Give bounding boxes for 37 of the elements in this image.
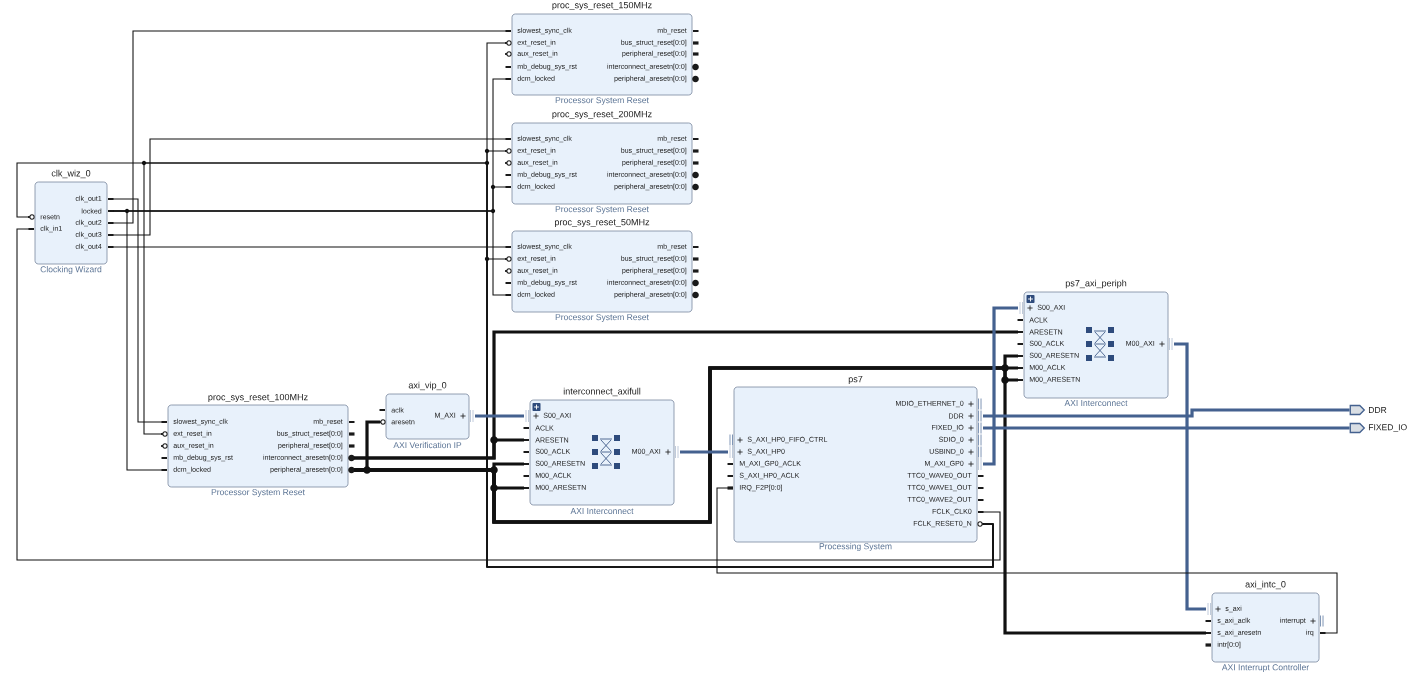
ip-type-label: Processor System Reset — [211, 489, 305, 497]
ip-type-label: Processing System — [819, 543, 892, 551]
wire — [354, 330, 1018, 460]
instance-name: interconnect_axifull — [563, 387, 641, 397]
instance-name: axi_intc_0 — [1245, 580, 1286, 590]
instance-name: proc_sys_reset_50MHz — [554, 218, 650, 228]
ip-type-label: AXI Verification IP — [393, 441, 462, 449]
wire — [475, 414, 524, 418]
ip-type-label: Processor System Reset — [555, 206, 649, 214]
wire — [716, 487, 1338, 634]
wire — [983, 306, 1018, 466]
wire — [1174, 342, 1206, 611]
wire — [112, 138, 507, 236]
wire — [112, 198, 163, 423]
wire — [983, 426, 1350, 430]
ip-type-label: Processor System Reset — [555, 314, 649, 322]
wire — [112, 30, 507, 224]
instance-name: ps7 — [848, 375, 863, 385]
port-name: FIXED_IO — [1369, 424, 1407, 432]
ip-type-label: AXI Interconnect — [1064, 400, 1128, 406]
instance-name: clk_wiz_0 — [51, 169, 91, 179]
ip-type-label: Processor System Reset — [555, 97, 649, 105]
instance-name: proc_sys_reset_200MHz — [552, 110, 652, 120]
wire — [112, 246, 507, 248]
wire — [112, 210, 507, 296]
wire — [16, 228, 1001, 561]
wire — [354, 366, 1206, 635]
instance-name: ps7_axi_periph — [1065, 279, 1127, 289]
wire — [983, 408, 1350, 418]
ip-type-label: AXI Interconnect — [570, 508, 634, 514]
instance-name: proc_sys_reset_150MHz — [552, 1, 652, 11]
instance-name: proc_sys_reset_100MHz — [208, 393, 308, 403]
ip-type-label: Clocking Wizard — [40, 266, 102, 274]
port-name: DDR — [1369, 407, 1387, 413]
instance-name: axi_vip_0 — [408, 381, 447, 391]
wire — [680, 450, 728, 454]
ip-type-label: AXI Interrupt Controller — [1221, 664, 1309, 672]
